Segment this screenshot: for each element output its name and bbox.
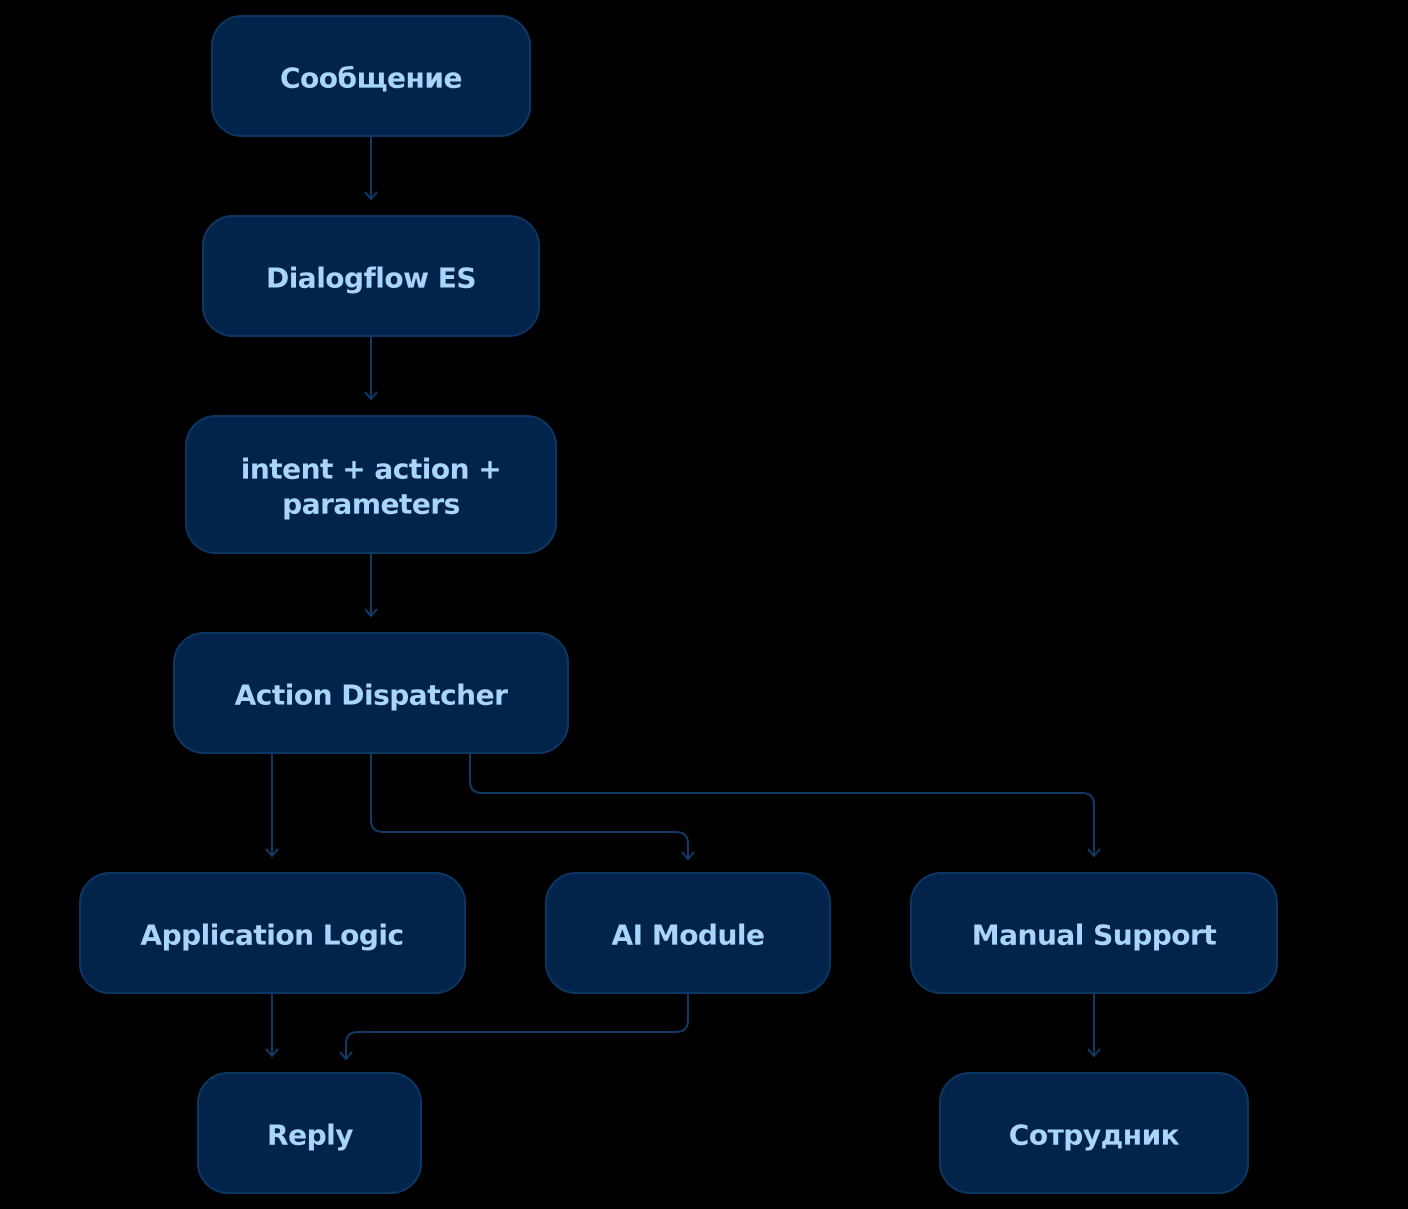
node-reply: Reply bbox=[197, 1072, 422, 1194]
node-manual-label: Manual Support bbox=[972, 919, 1217, 952]
edge-dialogflow-intent bbox=[364, 336, 378, 401]
node-employee-label: Сотрудник bbox=[1009, 1119, 1180, 1152]
edge-aimodule-reply bbox=[339, 993, 689, 1061]
node-aimodule: AI Module bbox=[545, 872, 831, 994]
node-message-label: Сообщение bbox=[280, 62, 462, 95]
node-aimodule-label: AI Module bbox=[612, 919, 765, 952]
node-intent-label-line1: intent + action + bbox=[241, 453, 502, 486]
node-dispatcher: Action Dispatcher bbox=[173, 632, 569, 754]
edge-manual-employee bbox=[1087, 993, 1101, 1058]
edges bbox=[265, 136, 1101, 1061]
edge-dispatcher-aimodule bbox=[370, 753, 695, 861]
edge-message-dialogflow bbox=[364, 136, 378, 201]
node-intent-label-line2: parameters bbox=[282, 488, 460, 521]
edge-dispatcher-manual bbox=[469, 753, 1101, 858]
node-manual: Manual Support bbox=[910, 872, 1278, 994]
edge-dispatcher-applogic bbox=[265, 753, 279, 858]
node-intent: intent + action + parameters bbox=[185, 415, 557, 554]
edge-intent-dispatcher bbox=[364, 553, 378, 618]
node-dispatcher-label: Action Dispatcher bbox=[235, 679, 509, 712]
node-message: Сообщение bbox=[211, 15, 531, 137]
edge-applogic-reply bbox=[265, 993, 279, 1058]
node-dialogflow: Dialogflow ES bbox=[202, 215, 540, 337]
node-applogic-label: Application Logic bbox=[140, 919, 403, 952]
node-reply-label: Reply bbox=[267, 1119, 353, 1152]
node-applogic: Application Logic bbox=[79, 872, 466, 994]
nodes: Сообщение Dialogflow ES intent + action … bbox=[79, 15, 1278, 1194]
node-dialogflow-label: Dialogflow ES bbox=[266, 262, 476, 295]
node-employee: Сотрудник bbox=[939, 1072, 1249, 1194]
